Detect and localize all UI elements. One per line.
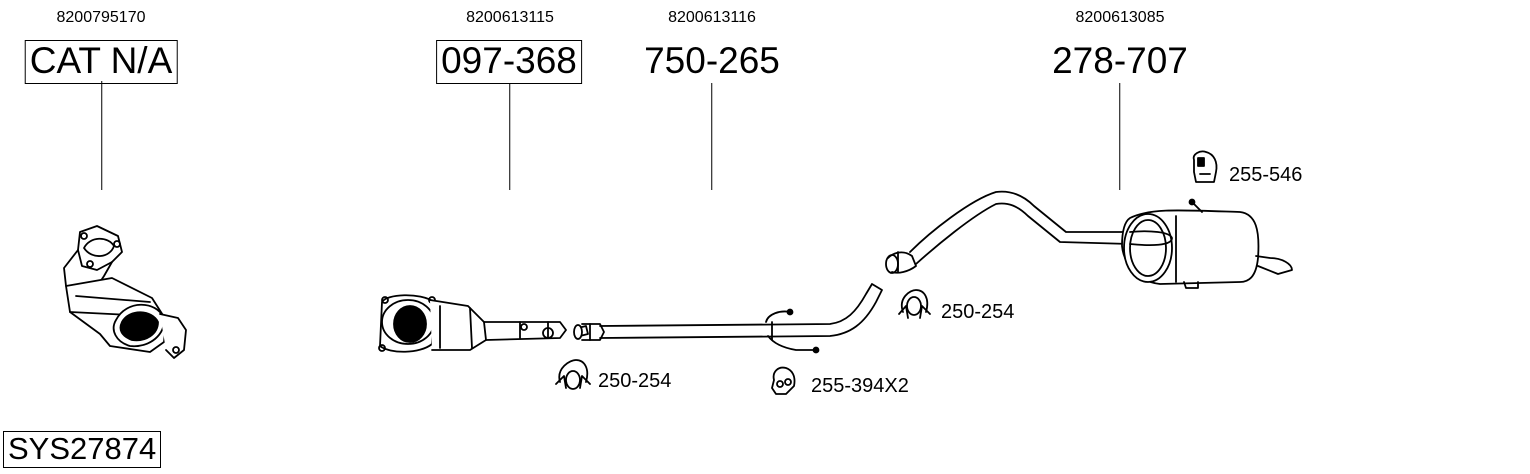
oem-number-cat: 8200795170 bbox=[56, 9, 146, 26]
rubber-hanger-icon bbox=[1192, 150, 1218, 183]
oem-number-middle-pipe: 8200613116 bbox=[668, 9, 756, 26]
oem-number-front-pipe: 8200613115 bbox=[466, 9, 554, 26]
front-pipe-drawing bbox=[378, 294, 567, 353]
clamp-label-b[interactable]: 250-254 bbox=[941, 301, 1015, 323]
part-number-middle-pipe[interactable]: 750-265 bbox=[644, 40, 780, 81]
part-number-cat[interactable]: CAT N/A bbox=[24, 40, 178, 84]
leader-line-rear-silencer bbox=[1119, 83, 1121, 190]
oem-number-rear-silencer: 8200613085 bbox=[1075, 9, 1165, 26]
catalytic-converter-drawing bbox=[63, 225, 187, 359]
hanger-label-b[interactable]: 255-546 bbox=[1229, 164, 1303, 186]
clamp-icon bbox=[555, 359, 591, 390]
leader-line-middle-pipe bbox=[711, 83, 713, 190]
system-id-label: SYS27874 bbox=[3, 431, 162, 468]
rear-silencer-drawing bbox=[885, 190, 1293, 289]
leader-line-cat bbox=[101, 81, 103, 190]
part-number-front-pipe[interactable]: 097-368 bbox=[436, 40, 582, 84]
middle-pipe-drawing bbox=[573, 283, 883, 354]
clamp-label-a[interactable]: 250-254 bbox=[598, 370, 672, 392]
clamp-icon bbox=[898, 289, 931, 319]
rubber-hanger-icon bbox=[771, 366, 796, 395]
leader-line-front-pipe bbox=[509, 83, 511, 190]
part-number-rear-silencer[interactable]: 278-707 bbox=[1052, 40, 1188, 81]
hanger-label-a[interactable]: 255-394X2 bbox=[811, 375, 909, 397]
